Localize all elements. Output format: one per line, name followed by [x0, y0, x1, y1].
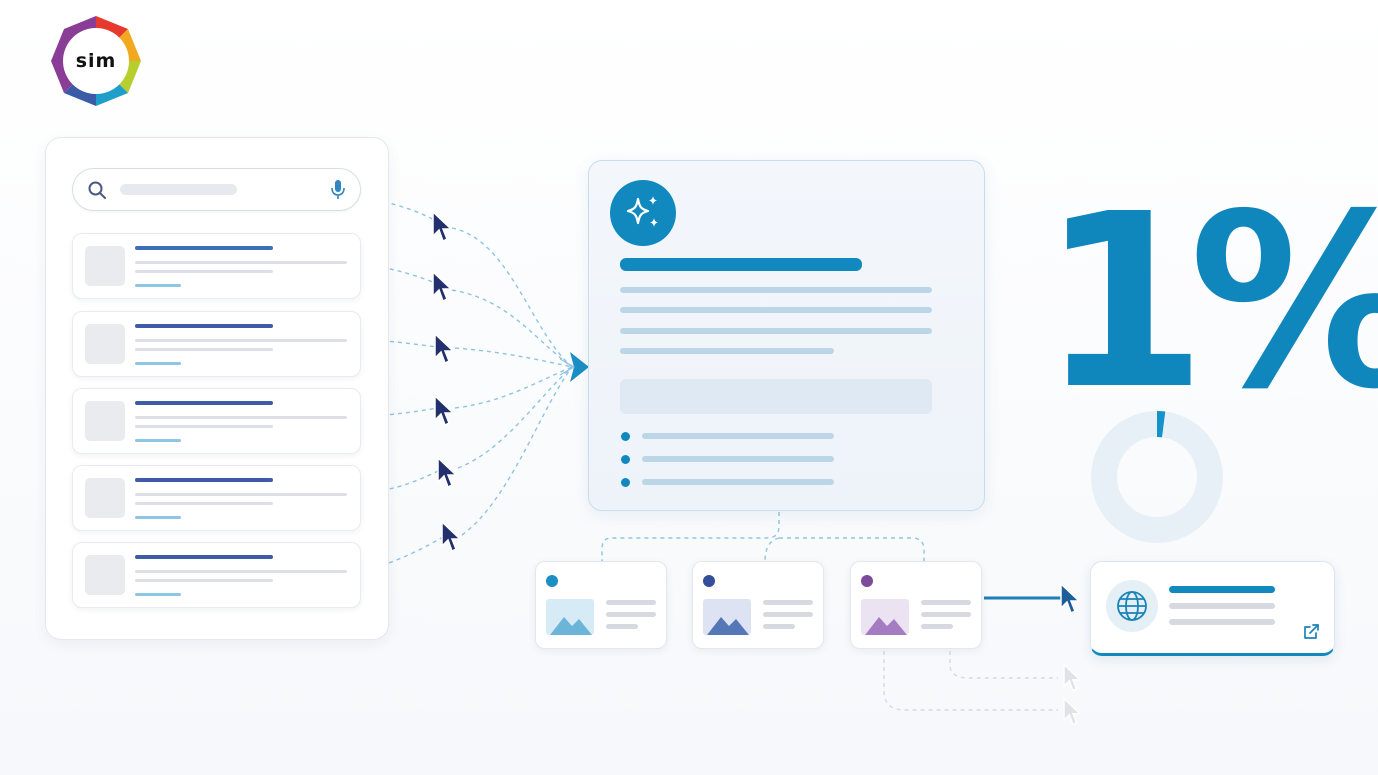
- source-text-line: [921, 600, 971, 605]
- result-snippet: [135, 425, 273, 428]
- faded-cursor-icon: [1063, 663, 1082, 692]
- cursor-icon: [441, 520, 462, 553]
- search-placeholder: [120, 184, 237, 195]
- search-icon[interactable]: [87, 180, 107, 200]
- search-result-card[interactable]: [72, 465, 361, 531]
- external-link-icon[interactable]: [1301, 622, 1321, 642]
- result-snippet: [135, 339, 347, 342]
- ai-badge: [610, 180, 676, 246]
- bullet-dot: [621, 478, 630, 487]
- result-thumbnail: [85, 401, 125, 441]
- result-title[interactable]: [135, 478, 273, 482]
- source-dot: [861, 575, 873, 587]
- bullet-text-line: [642, 479, 834, 485]
- result-thumbnail: [85, 478, 125, 518]
- result-snippet: [135, 261, 347, 264]
- result-snippet: [135, 502, 273, 505]
- result-thumbnail: [85, 246, 125, 286]
- cursor-icon: [434, 332, 455, 365]
- mountain-image-icon: [861, 599, 909, 635]
- result-url: [135, 439, 181, 442]
- website-text-line: [1169, 603, 1275, 609]
- result-snippet: [135, 348, 273, 351]
- source-text-line: [763, 624, 795, 629]
- source-dot: [703, 575, 715, 587]
- cursor-icon: [1060, 582, 1081, 615]
- bullet-dot: [621, 432, 630, 441]
- result-url: [135, 284, 181, 287]
- ai-overview-text-line: [620, 287, 932, 293]
- ai-overview-heading: [620, 258, 862, 271]
- mountain-image-icon: [703, 599, 751, 635]
- stat-value: 1%: [1040, 162, 1378, 442]
- cursor-icon: [434, 394, 455, 427]
- result-url: [135, 362, 181, 365]
- cursor-icon: [437, 456, 458, 489]
- result-snippet: [135, 493, 347, 496]
- result-title[interactable]: [135, 401, 273, 405]
- mountain-image-icon: [546, 599, 594, 635]
- result-url: [135, 593, 181, 596]
- ai-overview-text-line: [620, 348, 834, 354]
- result-thumbnail: [85, 555, 125, 595]
- ai-overview-highlight-block: [620, 379, 932, 414]
- source-text-line: [606, 612, 656, 617]
- source-card[interactable]: [850, 561, 982, 649]
- result-snippet: [135, 416, 347, 419]
- search-result-card[interactable]: [72, 388, 361, 454]
- source-card[interactable]: [535, 561, 667, 649]
- faded-cursor-icon: [1063, 697, 1082, 726]
- source-text-line: [921, 612, 971, 617]
- cursor-icon: [432, 210, 453, 243]
- cursor-icon: [432, 270, 453, 303]
- source-dot: [546, 575, 558, 587]
- mic-icon[interactable]: [330, 179, 346, 201]
- bullet-text-line: [642, 456, 834, 462]
- source-card[interactable]: [692, 561, 824, 649]
- bullet-text-line: [642, 433, 834, 439]
- sparkle-icon: [626, 196, 658, 227]
- result-thumbnail: [85, 324, 125, 364]
- result-title[interactable]: [135, 555, 273, 559]
- website-title[interactable]: [1169, 586, 1275, 593]
- result-title[interactable]: [135, 324, 273, 328]
- source-text-line: [606, 624, 638, 629]
- source-text-line: [921, 624, 953, 629]
- result-title[interactable]: [135, 246, 273, 250]
- search-result-card[interactable]: [72, 311, 361, 377]
- ai-overview-text-line: [620, 307, 932, 313]
- source-text-line: [606, 600, 656, 605]
- search-result-card[interactable]: [72, 542, 361, 608]
- ai-overview-text-line: [620, 328, 932, 334]
- result-snippet: [135, 570, 347, 573]
- result-url: [135, 516, 181, 519]
- search-result-card[interactable]: [72, 233, 361, 299]
- sim-logo: [51, 16, 141, 106]
- result-snippet: [135, 270, 273, 273]
- source-text-line: [763, 600, 813, 605]
- source-text-line: [763, 612, 813, 617]
- bullet-dot: [621, 455, 630, 464]
- globe-badge: [1106, 580, 1158, 632]
- logo-text: sim: [75, 50, 117, 72]
- globe-icon: [1117, 591, 1147, 621]
- percentage-donut: [1091, 411, 1223, 543]
- result-snippet: [135, 579, 273, 582]
- website-text-line: [1169, 619, 1275, 625]
